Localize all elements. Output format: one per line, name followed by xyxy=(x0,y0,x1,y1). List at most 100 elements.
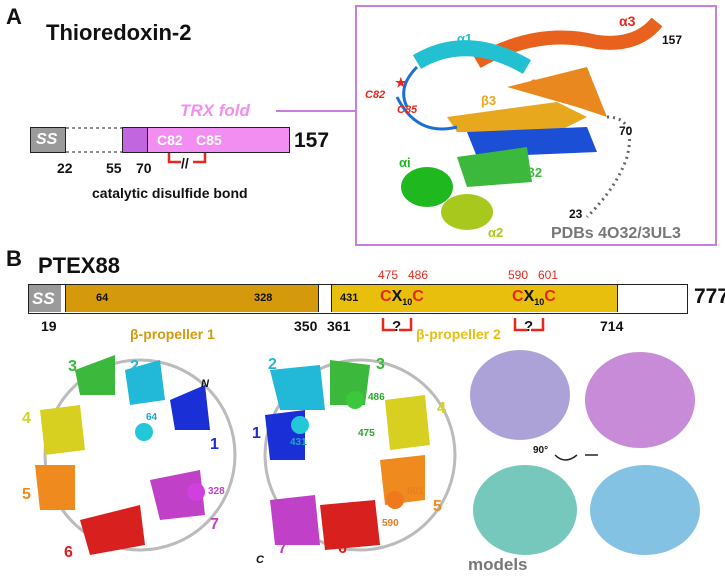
model-2 xyxy=(263,358,457,552)
blade-3-label-m1: 3 xyxy=(68,358,77,375)
disordered-tail xyxy=(585,115,631,219)
tick-22: 22 xyxy=(57,160,73,176)
motif-2-x: X xyxy=(523,288,535,305)
label-b4: β4 xyxy=(530,77,546,92)
propeller-1-domain: 64 328 xyxy=(65,285,319,312)
blade-7-label-m1: 7 xyxy=(210,516,219,533)
motif-1-question: ? xyxy=(392,318,402,335)
motif-2-c1: C xyxy=(512,288,524,305)
blade-3-m1 xyxy=(75,355,115,395)
res-486-model: 486 xyxy=(368,392,385,403)
ptex88-end: 777 xyxy=(694,285,725,308)
blade-1-m1 xyxy=(170,385,210,430)
label-b1: β1 xyxy=(569,127,585,142)
motif-2-question: ? xyxy=(524,318,534,335)
ss-label-b: SS xyxy=(32,289,55,308)
motif-1-c2: C xyxy=(412,288,424,305)
loop xyxy=(395,65,458,131)
c-terminus: C xyxy=(256,554,264,566)
res-64-model: 64 xyxy=(146,412,158,423)
blade-4-label-m1: 4 xyxy=(22,410,31,427)
trx-structure-panel: α3 α1 αi α2 β1 β2 β3 β4 C82 ★ C85 157 70… xyxy=(355,5,717,246)
blade-1-label-m2: 1 xyxy=(252,425,261,442)
strand-b4 xyxy=(507,67,607,117)
panel-a-label: A xyxy=(6,4,22,29)
motif-1: CX10C xyxy=(380,288,424,307)
blade-6-label-m1: 6 xyxy=(64,544,73,561)
bar-label-431: 431 xyxy=(340,292,359,304)
blade-4-m2 xyxy=(385,395,430,450)
blade-2-label-m1: 2 xyxy=(130,358,139,375)
panel-b-label: B xyxy=(6,246,22,271)
blade-4-m1 xyxy=(40,405,85,455)
bar-label-328: 328 xyxy=(254,292,273,304)
blade-5-label-m2: 5 xyxy=(433,498,442,515)
blade-6-label-m2: 6 xyxy=(338,540,347,557)
res-475: 475 xyxy=(378,268,399,282)
motif-1-x: X xyxy=(391,288,403,305)
models-label: models xyxy=(468,555,528,574)
residue-64-sphere xyxy=(135,423,153,441)
blade-4-label-m2: 4 xyxy=(437,400,446,417)
disulfide-label: catalytic disulfide bond xyxy=(92,185,248,201)
strand-b3 xyxy=(447,102,587,132)
tick-350: 350 xyxy=(294,318,318,334)
res-590: 590 xyxy=(508,268,529,282)
blade-2-label-m2: 2 xyxy=(268,356,277,373)
res-328-model: 328 xyxy=(208,486,225,497)
residue-431-sphere xyxy=(291,416,309,434)
blade-7-m2 xyxy=(270,495,320,545)
trx-fold-label: TRX fold xyxy=(180,101,250,120)
signal-sequence-b: SS xyxy=(29,285,61,312)
res-486: 486 xyxy=(408,268,429,282)
tick-19: 19 xyxy=(41,318,57,334)
rotation-arrow-icon xyxy=(554,454,578,461)
tick-361: 361 xyxy=(327,318,351,334)
propeller-1-label: β-propeller 1 xyxy=(130,326,215,342)
ss-label-a: SS xyxy=(36,131,58,148)
label-a1: α1 xyxy=(457,31,473,46)
model-1 xyxy=(35,355,237,555)
tick-70: 70 xyxy=(136,160,152,176)
label-b2: β2 xyxy=(527,165,543,180)
strand-b2 xyxy=(457,147,532,187)
c85-bar-label: C85 xyxy=(196,132,222,148)
blade-7-label-m2: 7 xyxy=(278,540,287,557)
residue-590-601-spheres xyxy=(386,491,404,509)
n-terminus: N xyxy=(201,378,209,390)
res-475-model: 475 xyxy=(358,428,375,439)
blade-6-m1 xyxy=(80,505,145,555)
label-70: 70 xyxy=(619,124,633,138)
res-601: 601 xyxy=(538,268,559,282)
motif-2-c2: C xyxy=(544,288,556,305)
ptex88-title: PTEX88 xyxy=(38,253,120,278)
strand-b1 xyxy=(467,127,597,157)
blade-2-m2 xyxy=(270,365,325,410)
blade-5-label-m1: 5 xyxy=(22,486,31,503)
label-157: 157 xyxy=(662,33,683,47)
tick-55: 55 xyxy=(106,160,122,176)
blade-5-m1 xyxy=(35,465,75,510)
helix-a3 xyxy=(473,17,663,69)
tick-714: 714 xyxy=(600,318,624,334)
trx-cartoon xyxy=(395,17,663,230)
label-c82: C82 xyxy=(365,89,386,101)
break-mark: // xyxy=(181,155,189,171)
label-23: 23 xyxy=(569,207,583,221)
pdb-label: PDBs 4O32/3UL3 xyxy=(551,225,681,242)
res-431-model: 431 xyxy=(290,437,307,448)
propeller-2-label: β-propeller 2 xyxy=(416,326,501,342)
label-c85: C85 xyxy=(397,104,418,116)
thioredoxin-title: Thioredoxin-2 xyxy=(46,20,192,45)
star-icon: ★ xyxy=(395,75,407,90)
blade-3-label-m2: 3 xyxy=(376,356,385,373)
motif-1-c1: C xyxy=(380,288,392,305)
trx-domain: C82 C85 xyxy=(147,127,290,153)
res-590-model: 590 xyxy=(382,518,399,529)
blade-2-m1 xyxy=(125,360,165,405)
motif-2: CX10C xyxy=(512,288,556,307)
signal-sequence-a: SS xyxy=(30,127,66,153)
